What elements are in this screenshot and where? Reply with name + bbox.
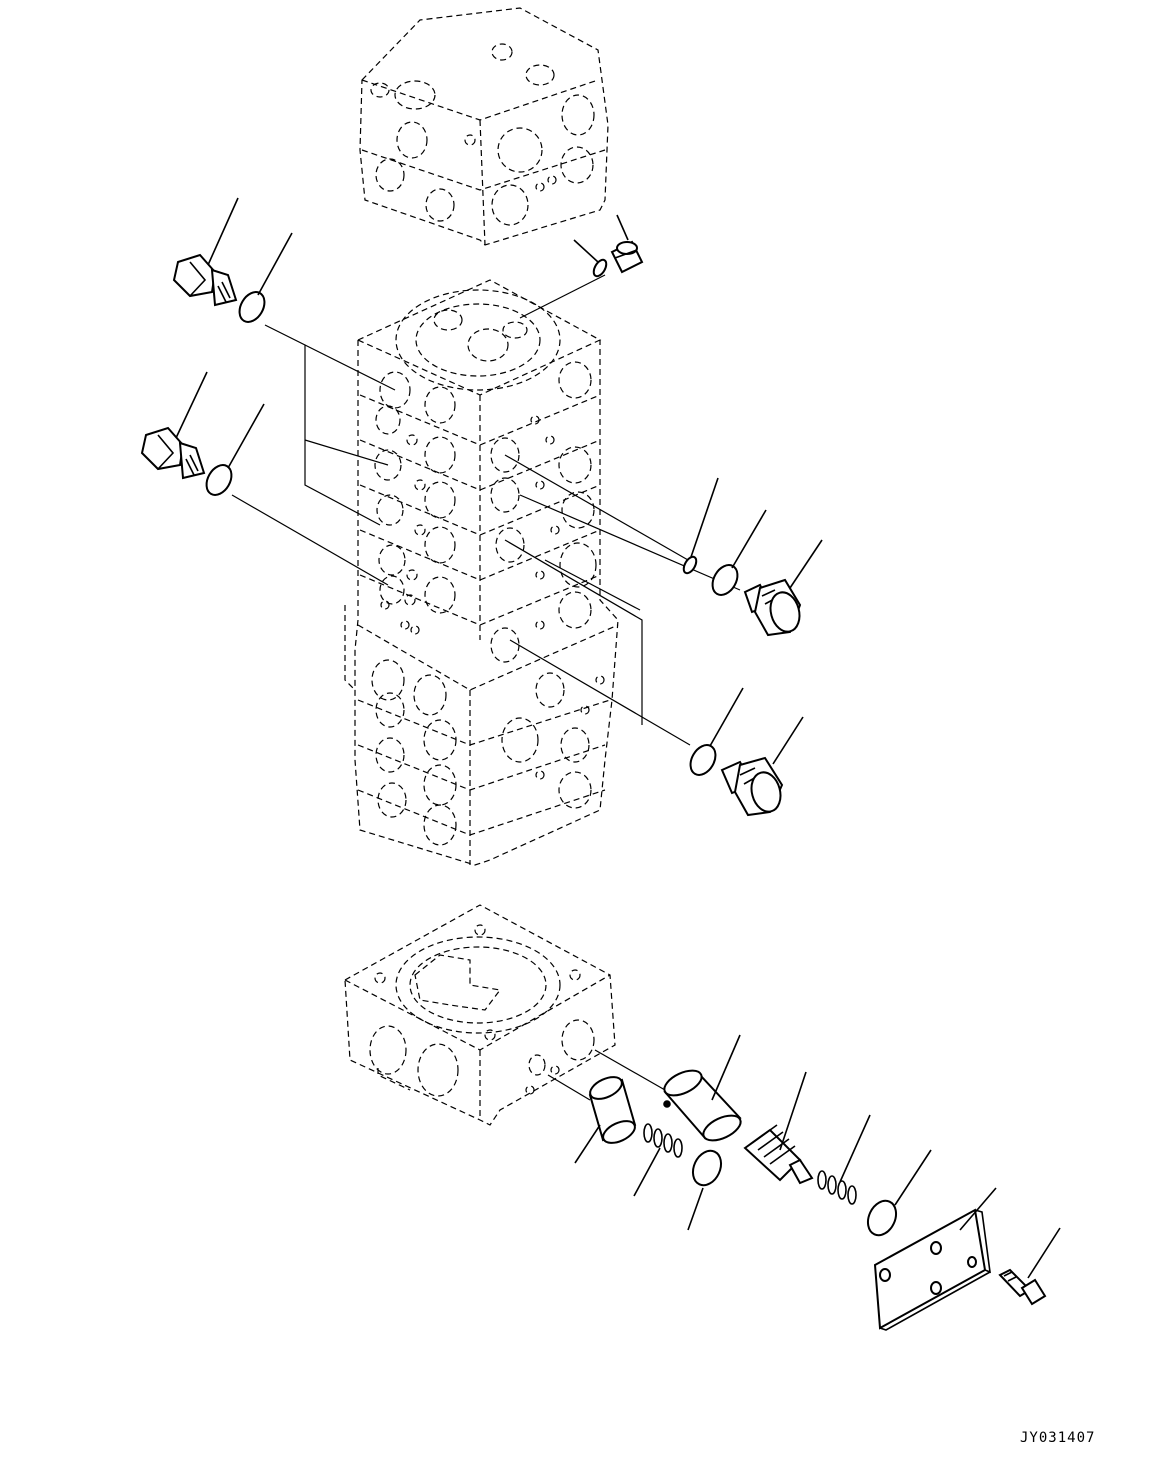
spool-sleeve (588, 1076, 637, 1144)
small-o-ring-top (592, 258, 608, 278)
bottom-valve-block (344, 904, 616, 1126)
cover-plate (873, 1208, 991, 1331)
top-valve-block (359, 7, 609, 246)
plug-right-upper (743, 578, 802, 637)
piston-sleeve (663, 1069, 742, 1142)
relief-valve-upper-left (172, 253, 238, 307)
o-ring-bottom-right (866, 1199, 898, 1237)
o-ring-right-lower (689, 744, 717, 776)
o-ring-right (711, 564, 739, 596)
o-ring-mid-left (205, 464, 233, 496)
spring-small (643, 1123, 683, 1158)
small-o-ring-right (682, 555, 698, 575)
mounting-bolt (998, 1268, 1047, 1306)
plug-top-right (610, 240, 644, 274)
relief-valve-mid-left (140, 426, 206, 480)
drawing-code: JY031407 (1020, 1430, 1096, 1446)
valve-poppet (743, 1124, 814, 1185)
assembly-guide-lines (231, 274, 741, 1101)
spring-right (817, 1170, 857, 1205)
plug-right-lower (720, 756, 784, 817)
leader-lines (175, 197, 1061, 1279)
main-valve-stack (344, 279, 619, 866)
o-ring-upper-left (238, 291, 266, 323)
o-ring-bottom-center (691, 1149, 723, 1187)
